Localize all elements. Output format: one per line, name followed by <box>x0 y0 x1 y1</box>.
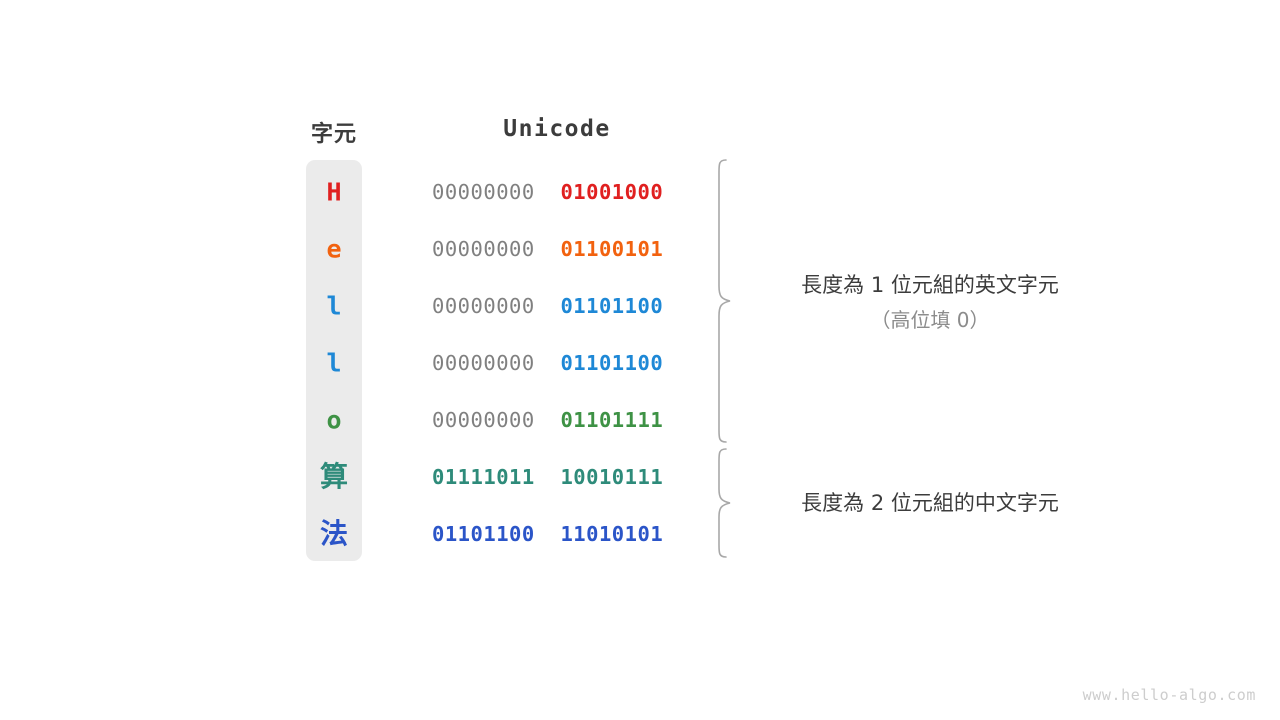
row-character: 算 <box>319 460 348 493</box>
row-high-byte: 00000000 <box>432 236 535 261</box>
byte-separator <box>535 408 561 432</box>
brace-two-byte-group <box>718 448 731 558</box>
byte-separator <box>535 465 561 489</box>
row-high-byte: 00000000 <box>432 407 535 432</box>
column-header-character: 字元 <box>310 122 357 147</box>
byte-separator <box>535 522 561 546</box>
row-high-byte: 00000000 <box>432 293 535 318</box>
row-high-byte: 00000000 <box>432 350 535 375</box>
row-low-byte: 01101111 <box>560 407 664 432</box>
annotation-one-byte: 長度為 1 位元組的英文字元 （高位填 0） <box>700 268 1160 336</box>
row-low-byte: 01101100 <box>560 293 664 318</box>
row-high-byte: 01111011 <box>432 464 535 489</box>
byte-separator <box>535 180 561 204</box>
row-binary: 01111011 10010111 <box>432 467 684 488</box>
row-character: H <box>326 177 342 207</box>
row-low-byte: 11010101 <box>560 521 664 546</box>
annotation-one-byte-sub: （高位填 0） <box>870 307 990 332</box>
row-high-byte: 01101100 <box>432 521 535 546</box>
row-low-byte: 10010111 <box>560 464 664 489</box>
annotation-two-byte: 長度為 2 位元組的中文字元 <box>700 487 1160 521</box>
column-header-unicode: Unicode <box>503 116 611 142</box>
watermark: www.hello-algo.com <box>1082 686 1256 704</box>
row-binary: 00000000 01101111 <box>432 410 684 431</box>
row-character: l <box>326 348 342 378</box>
byte-separator <box>535 351 561 375</box>
annotation-one-byte-main: 長度為 1 位元組的英文字元 <box>801 273 1059 297</box>
row-low-byte: 01001000 <box>560 179 664 204</box>
row-high-byte: 00000000 <box>432 179 535 204</box>
row-character: l <box>326 291 342 321</box>
byte-separator <box>535 237 561 261</box>
row-binary: 00000000 01100101 <box>432 239 684 260</box>
byte-separator <box>535 294 561 318</box>
row-binary: 00000000 01101100 <box>432 353 684 374</box>
row-binary: 00000000 01001000 <box>432 182 684 203</box>
row-character: 法 <box>319 517 348 550</box>
row-binary: 00000000 01101100 <box>432 296 684 317</box>
brace-one-byte-group <box>718 159 731 443</box>
row-low-byte: 01100101 <box>560 236 664 261</box>
row-character: o <box>326 405 342 435</box>
character-column-panel <box>306 160 362 561</box>
annotation-two-byte-main: 長度為 2 位元組的中文字元 <box>801 491 1059 515</box>
row-character: e <box>326 234 342 264</box>
row-low-byte: 01101100 <box>560 350 664 375</box>
row-binary: 01101100 11010101 <box>432 524 684 545</box>
